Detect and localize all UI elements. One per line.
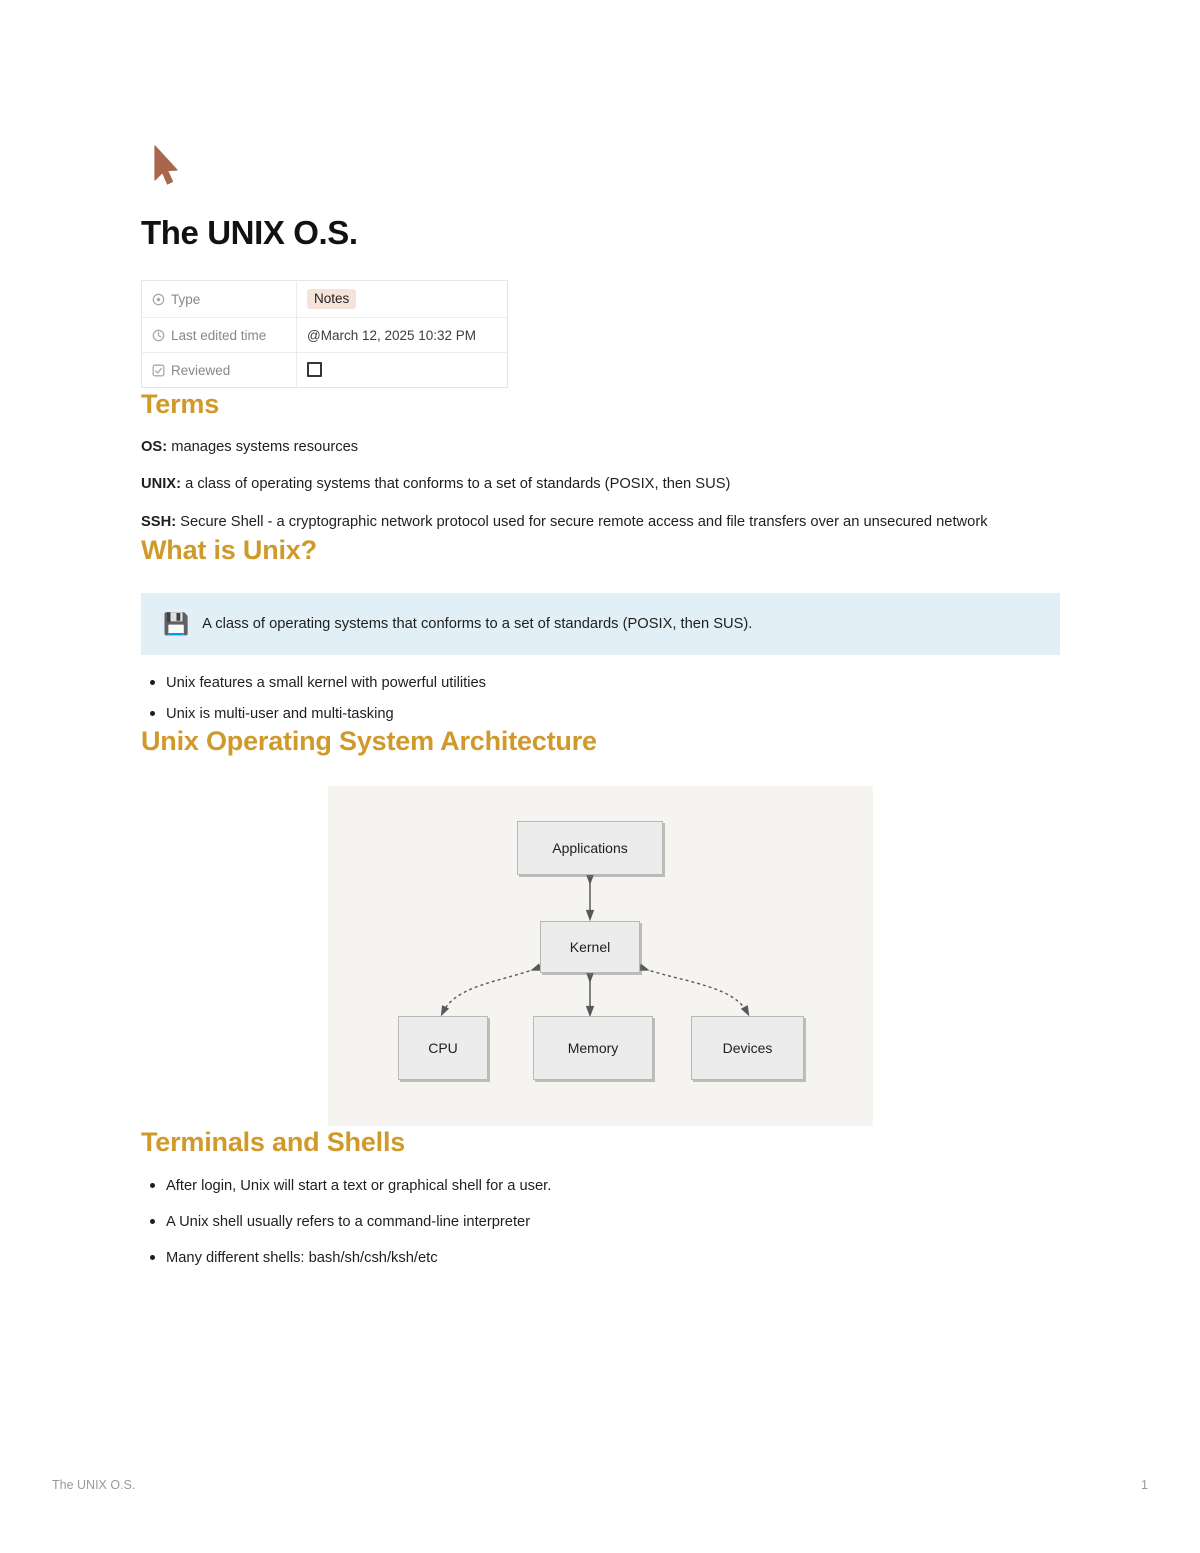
section-heading-architecture: Unix Operating System Architecture [141, 726, 597, 757]
diagram-node-memory: Memory [533, 1015, 653, 1080]
property-label: Last edited time [171, 327, 267, 343]
term-unix: UNIX: a class of operating systems that … [141, 473, 1060, 496]
target-icon [152, 293, 165, 306]
property-label: Reviewed [171, 362, 231, 378]
property-label: Type [171, 291, 201, 307]
section-heading-what-is-unix: What is Unix? [141, 534, 317, 565]
list-item: Unix features a small kernel with powerf… [150, 672, 1060, 694]
page-title: The UNIX O.S. [141, 214, 358, 251]
term-label: OS: [141, 438, 168, 455]
diagram-node-cpu: CPU [398, 1015, 488, 1080]
property-value-reviewed[interactable] [297, 353, 508, 388]
architecture-diagram-wrapper: Applications Kernel CPU Memory Devices [141, 785, 1060, 1126]
floppy-disk-icon: 💾 [163, 612, 190, 636]
what-is-unix-bullets: Unix features a small kernel with powerf… [141, 672, 1060, 725]
diagram-node-devices: Devices [691, 1015, 804, 1080]
term-os: OS: manages systems resources [141, 436, 1060, 459]
list-item: Many different shells: bash/sh/csh/ksh/e… [150, 1247, 1060, 1269]
status-badge[interactable]: Notes [307, 289, 357, 310]
checkbox-property-icon [152, 364, 165, 377]
term-label: SSH: [141, 514, 177, 531]
list-item: Unix is multi-user and multi-tasking [150, 703, 1060, 725]
list-item: A Unix shell usually refers to a command… [150, 1211, 1060, 1233]
section-heading-terminals-shells: Terminals and Shells [141, 1126, 406, 1157]
list-item: After login, Unix will start a text or g… [150, 1175, 1060, 1197]
property-value-type[interactable]: Notes [297, 281, 508, 318]
term-text: a class of operating systems that confor… [180, 476, 731, 493]
property-key-last-edited: Last edited time [141, 317, 297, 353]
edge-kernel-cpu [440, 963, 542, 1017]
term-text: Secure Shell - a cryptographic network p… [176, 514, 988, 531]
diagram-node-applications: Applications [517, 820, 663, 875]
document-content: The UNIX O.S. Type Notes [141, 0, 1060, 1269]
section-heading-terms: Terms [141, 389, 220, 420]
footer-page-number: 1 [1141, 1478, 1148, 1492]
table-row[interactable]: Last edited time @March 12, 2025 10:32 P… [141, 317, 508, 353]
terminals-shells-bullets: After login, Unix will start a text or g… [141, 1175, 1060, 1269]
page-footer: The UNIX O.S. 1 [52, 1478, 1148, 1492]
property-key-type: Type [141, 280, 297, 318]
reviewed-checkbox[interactable] [307, 362, 322, 378]
callout-text: A class of operating systems that confor… [202, 616, 753, 633]
clock-icon [152, 329, 165, 342]
term-text: manages systems resources [167, 438, 359, 455]
diagram-edges [440, 873, 750, 1018]
table-row[interactable]: Type Notes [141, 280, 508, 318]
footer-title: The UNIX O.S. [52, 1478, 136, 1492]
properties-table: Type Notes Last edited time @March 12, 2… [141, 280, 508, 389]
term-ssh: SSH: Secure Shell - a cryptographic netw… [141, 511, 1060, 534]
property-value-last-edited: @March 12, 2025 10:32 PM [307, 327, 477, 343]
table-row[interactable]: Reviewed [141, 352, 508, 388]
edge-kernel-devices [638, 963, 750, 1017]
callout-block: 💾 A class of operating systems that conf… [141, 593, 1060, 656]
architecture-diagram: Applications Kernel CPU Memory Devices [328, 785, 873, 1126]
property-key-reviewed: Reviewed [141, 352, 297, 388]
term-label: UNIX: [141, 476, 181, 493]
diagram-node-kernel: Kernel [540, 920, 640, 973]
